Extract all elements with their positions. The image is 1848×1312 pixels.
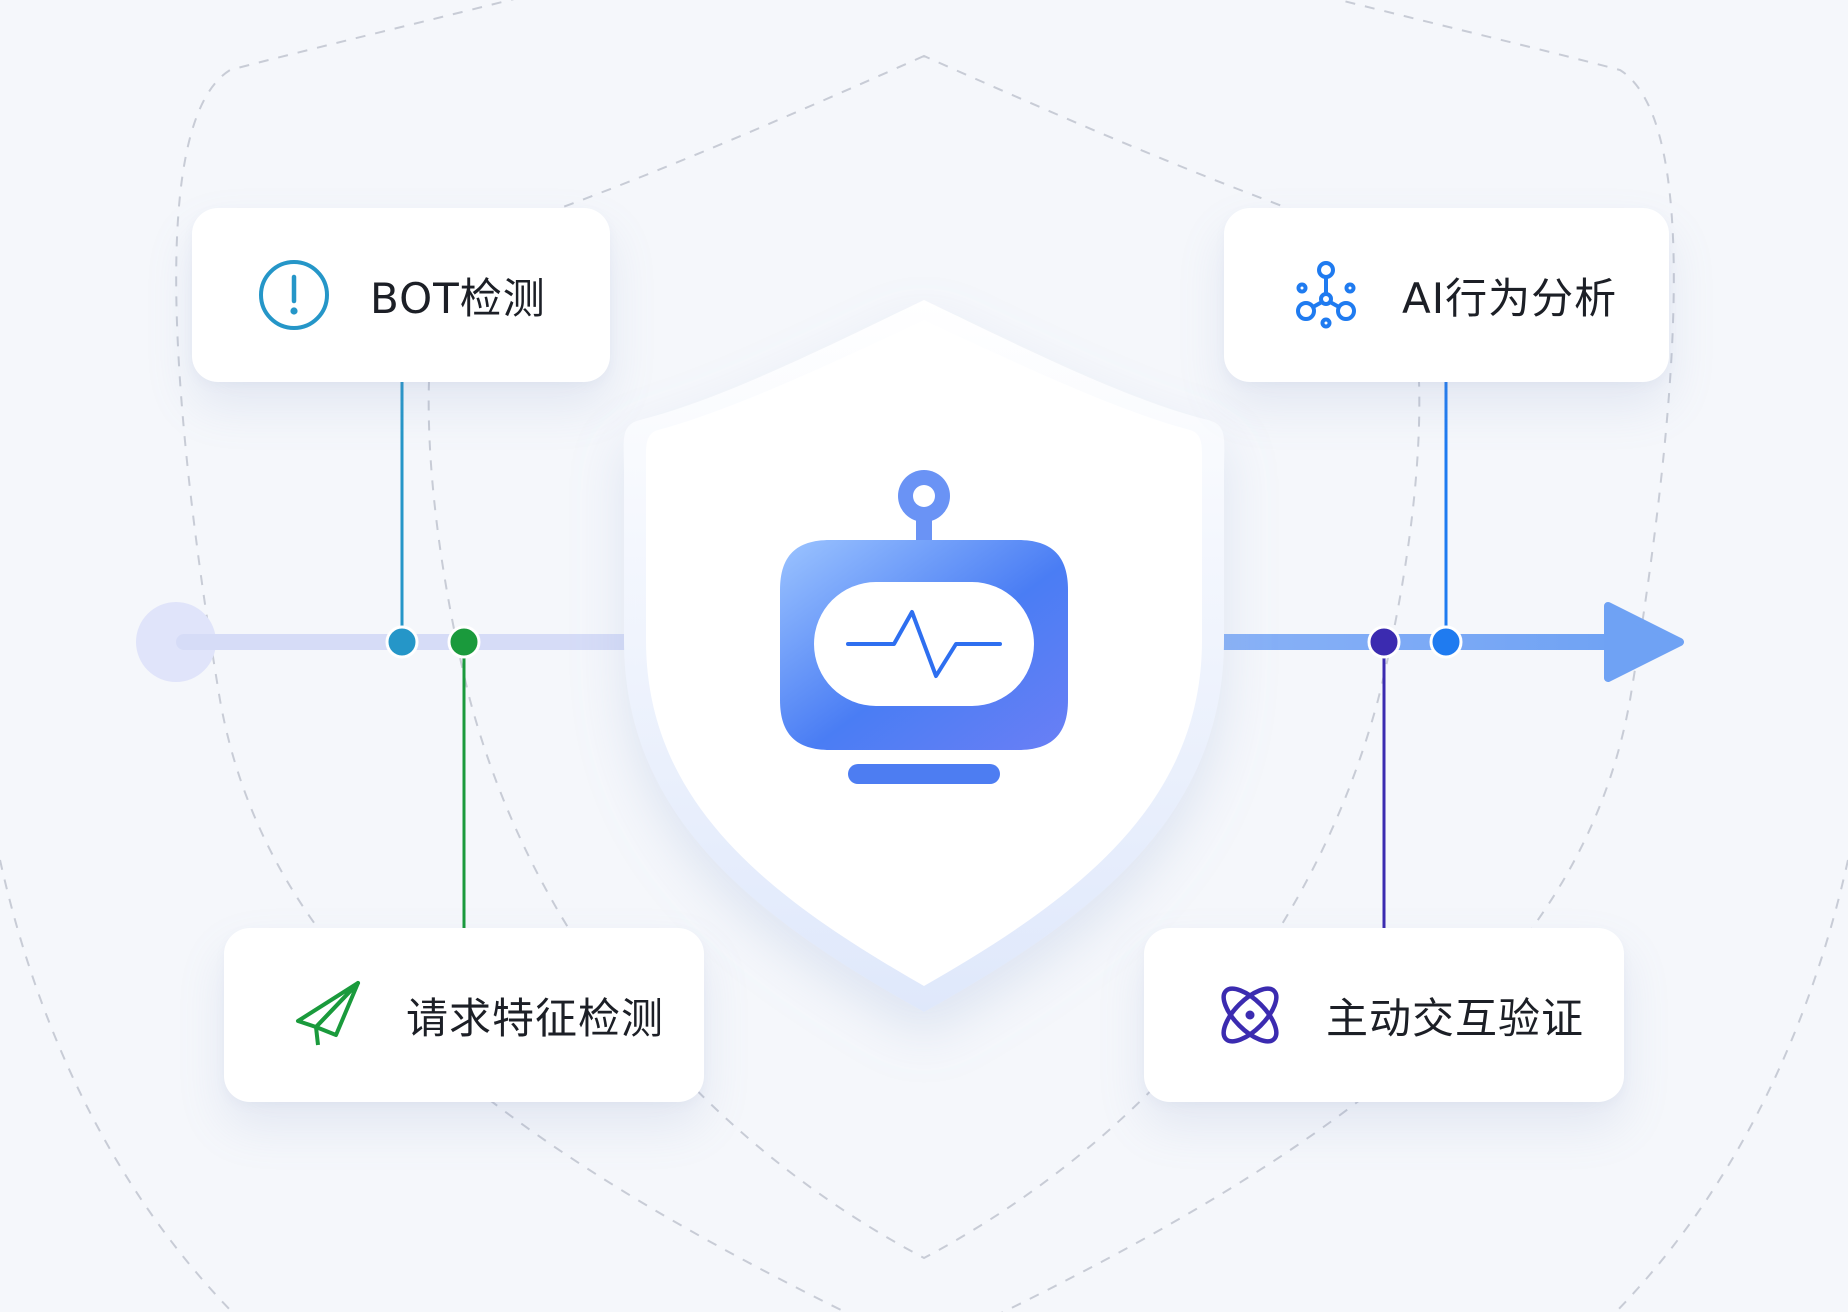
node-card-bot-detection: BOT检测 <box>192 208 610 382</box>
junction-dot-ai <box>1429 625 1463 659</box>
node-label: BOT检测 <box>370 273 546 323</box>
node-card-active-verification: 主动交互验证 <box>1144 928 1624 1102</box>
flow-line-right <box>1205 634 1625 650</box>
dashed-right-arc <box>1614 859 1848 1312</box>
node-label: 请求特征检测 <box>406 993 665 1043</box>
network-nodes-icon <box>1288 257 1364 333</box>
node-label: AI行为分析 <box>1402 273 1618 323</box>
node-card-ai-behavior: AI行为分析 <box>1224 208 1669 382</box>
junction-dot-bot <box>385 625 419 659</box>
paper-plane-icon <box>292 977 368 1053</box>
node-label: 主动交互验证 <box>1326 993 1585 1043</box>
robot-monitor-icon <box>780 470 1068 784</box>
junction-dot-request <box>447 625 481 659</box>
atom-icon <box>1212 977 1288 1053</box>
exclamation-circle-icon <box>256 257 332 333</box>
junction-dot-active <box>1367 625 1401 659</box>
arrow-right-icon <box>1604 602 1684 682</box>
dashed-left-arc <box>0 859 234 1312</box>
node-card-request-features: 请求特征检测 <box>224 928 704 1102</box>
